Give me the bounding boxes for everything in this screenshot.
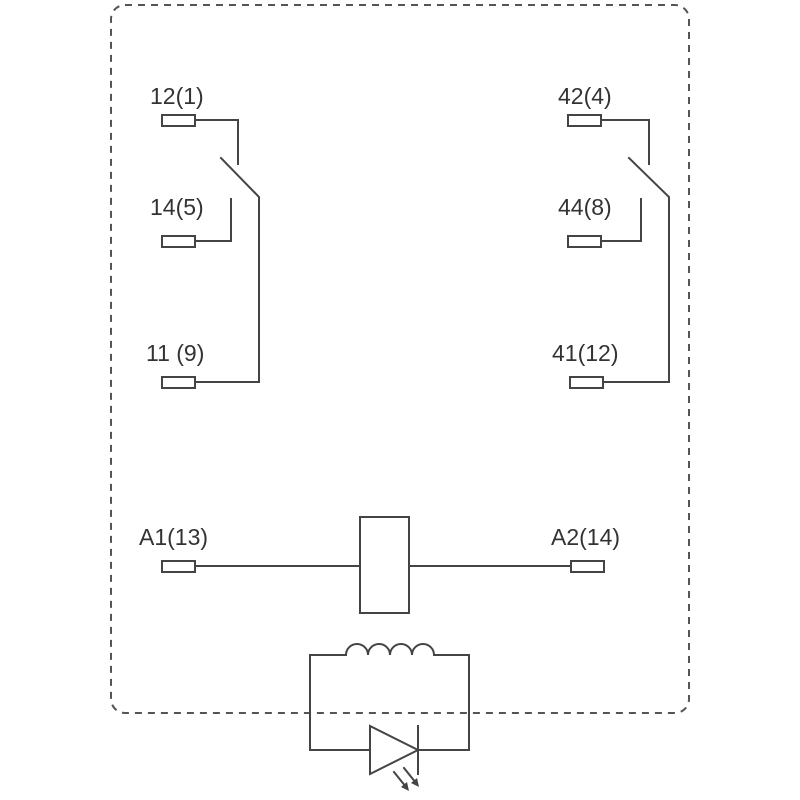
nc-contact-wire-12	[194, 119, 239, 165]
terminal-pin-a1	[161, 560, 196, 573]
terminal-pin-14	[161, 235, 196, 248]
terminal-pin-11	[161, 376, 196, 389]
light-emission-arrows-icon	[392, 766, 419, 791]
terminal-label-a1: A1(13)	[139, 524, 208, 550]
terminal-label-42: 42(4)	[558, 83, 612, 109]
common-switch-arm-11	[194, 156, 260, 383]
led-diode-icon	[369, 724, 421, 776]
terminal-pin-41	[569, 376, 604, 389]
terminal-label-44: 44(8)	[558, 194, 612, 220]
indicator-circuit	[309, 643, 470, 791]
terminal-label-14: 14(5)	[150, 194, 204, 220]
terminal-label-a2: A2(14)	[551, 524, 620, 550]
terminal-label-11: 11 (9)	[146, 340, 204, 366]
terminal-label-12: 12(1)	[150, 83, 204, 109]
left-contact-set: 12(1) 14(5) 11 (9)	[146, 83, 260, 389]
terminal-pin-a2	[570, 560, 605, 573]
right-contact-set: 42(4) 44(8) 41(12)	[552, 83, 670, 389]
no-contact-wire-14	[194, 198, 232, 242]
terminal-label-41: 41(12)	[552, 340, 618, 366]
nc-contact-wire-42	[600, 119, 650, 165]
relay-enclosure-border	[110, 4, 690, 714]
inductor-loop	[309, 643, 470, 751]
terminal-pin-12	[161, 114, 196, 127]
common-switch-arm-41	[602, 156, 670, 383]
coil-symbol	[359, 516, 410, 614]
relay-coil: A1(13) A2(14)	[139, 516, 620, 614]
no-contact-wire-44	[600, 198, 642, 242]
terminal-pin-44	[567, 235, 602, 248]
terminal-pin-42	[567, 114, 602, 127]
